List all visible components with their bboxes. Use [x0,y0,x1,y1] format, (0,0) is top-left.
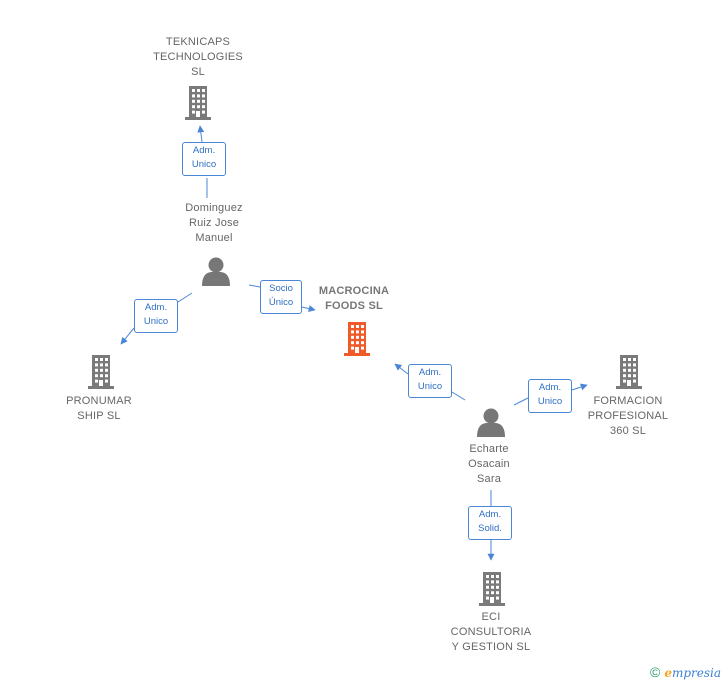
edge-label-line: Socio [269,283,293,294]
edge-label-line: Solid. [478,523,502,534]
brand-logo-text: mpresia [671,666,722,680]
edge-line-echarte-macrocina [451,391,466,401]
node-label-macrocina[interactable]: MACROCINA FOODS SL [319,284,389,314]
edge-label-echarte-eci[interactable]: Adm. Solid. [468,506,512,540]
edge-label-echarte-formacion[interactable]: Adm. Unico [528,379,572,413]
edge-label-line: Unico [537,396,563,407]
brand-logo-initial: e [664,666,672,680]
copyright-icon: © [650,664,661,680]
node-label-line: PROFESIONAL [587,410,669,422]
node-label-teknicaps[interactable]: TEKNICAPS TECHNOLOGIES SL [153,35,243,80]
person-icon-dominguez[interactable] [202,257,230,287]
node-label-line: Ruiz Jose [188,217,240,229]
node-label-line: FORMACION [593,395,663,407]
node-label-pronumar[interactable]: PRONUMAR SHIP SL [66,394,132,424]
node-label-dominguez[interactable]: Dominguez Ruiz Jose Manuel [185,201,242,246]
node-label-line: Y GESTION SL [451,641,531,653]
brand-logo[interactable]: empresia [664,666,721,680]
edge-arrow-dominguez-macrocina [301,305,316,312]
node-label-line: SHIP SL [77,410,121,422]
edge-label-dominguez-teknicaps[interactable]: Adm. Unico [182,142,226,176]
edge-label-line: Unico [143,316,169,327]
edge-line-echarte-formacion [513,397,529,406]
edge-label-line: Adm. [192,145,216,156]
edge-label-line: Adm. [538,382,562,393]
footer-copyright: ©empresia [650,664,721,680]
building-icon-teknicaps[interactable] [185,86,211,120]
node-label-formacion[interactable]: FORMACION PROFESIONAL 360 SL [588,394,668,439]
edge-label-echarte-macrocina[interactable]: Adm. Unico [408,364,452,398]
edge-label-line: Unico [417,381,443,392]
node-label-line: Osacain [468,458,510,470]
node-label-line: PRONUMAR [66,395,132,407]
node-label-line: SL [191,66,205,78]
node-label-line: TEKNICAPS [165,36,231,48]
node-label-line: Manuel [195,232,233,244]
node-label-eci[interactable]: ECI CONSULTORIA Y GESTION SL [451,610,532,655]
person-icon-echarte[interactable] [477,408,505,438]
edge-label-dominguez-pronumar[interactable]: Adm. Unico [134,299,178,333]
edge-label-line: Adm. [478,509,502,520]
node-label-echarte[interactable]: Echarte Osacain Sara [468,442,510,487]
node-label-line: Sara [476,473,502,485]
node-label-line: ECI [481,611,501,623]
edge-label-line: Adm. [418,367,442,378]
edge-label-line: Adm. [144,302,168,313]
node-label-line: Dominguez [185,202,243,214]
node-label-line: TECHNOLOGIES [153,51,243,63]
edge-line-dominguez-pronumar [177,292,193,303]
node-label-line: FOODS SL [325,300,383,312]
edge-line-dominguez-macrocina [248,284,261,288]
building-icon-formacion[interactable] [616,355,642,389]
node-label-line: Echarte [469,443,509,455]
edge-label-dominguez-macrocina[interactable]: Socio Único [260,280,302,314]
node-label-line: CONSULTORIA [450,626,532,638]
edge-arrow-echarte-formacion [571,383,588,391]
node-label-line: 360 SL [609,425,647,437]
building-icon-pronumar[interactable] [88,355,114,389]
edge-arrow-echarte-macrocina [394,363,409,375]
edge-arrow-dominguez-pronumar [120,327,135,345]
building-icon-eci[interactable] [479,572,505,606]
building-icon-macrocina[interactable] [344,322,370,356]
edge-label-line: Unico [191,159,217,170]
node-label-line: MACROCINA [318,285,390,297]
edge-label-line: Único [268,297,294,308]
edge-arrow-dominguez-teknicaps [197,125,205,143]
